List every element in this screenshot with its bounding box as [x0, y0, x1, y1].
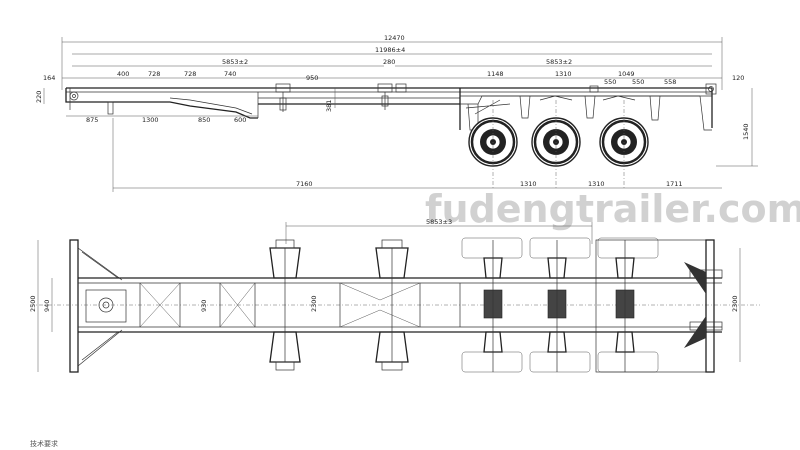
dim-rear-section: 5853±2: [546, 58, 572, 66]
dim-lock-spacing: 5853±3: [426, 218, 452, 226]
dim-crossmember-width: 2300: [310, 295, 318, 312]
dim-front-section: 5853±2: [222, 58, 248, 66]
dim-beam-width: 940: [43, 300, 51, 312]
footer-note: 技术要求: [30, 439, 58, 448]
dim-lower-3: 600: [234, 116, 246, 124]
dim-upper-4: 740: [224, 70, 236, 78]
dim-lower-0: 875: [86, 116, 98, 124]
dim-rear-width: 2300: [731, 295, 739, 312]
dim-inner-width: 930: [200, 300, 208, 312]
dim-kingpin-to-axle: 7160: [296, 180, 313, 188]
dim-left-height: 220: [35, 91, 43, 103]
rear-axle-group: [461, 237, 659, 373]
dim-upper-1: 400: [117, 70, 129, 78]
dim-upper-12: 120: [732, 74, 744, 82]
dim-lock-span: 280: [383, 58, 395, 66]
dim-axle-spacing-2: 1310: [588, 180, 605, 188]
lock-post-middle: [377, 83, 407, 110]
lock-bracket-middle: [375, 239, 409, 371]
lock-bracket-front: [269, 239, 301, 371]
dim-overall-width: 2500: [29, 295, 37, 312]
lock-post-front: [275, 83, 291, 112]
watermark: fudengtrailer.com: [425, 187, 800, 231]
dim-lower-2: 850: [198, 116, 210, 124]
suspension-hangers: [465, 95, 712, 131]
dim-upper-9: 1049: [618, 70, 635, 78]
side-view: 12470 11986±4 5853±2 5853±2 280 164 400 …: [35, 34, 758, 192]
dim-upper-5: 950: [306, 74, 318, 82]
dim-lower-1: 1300: [142, 116, 159, 124]
dim-upper-11: 558: [664, 78, 676, 86]
dim-upper-8: 550: [604, 78, 616, 86]
dim-gooseneck-height: 381: [325, 100, 333, 112]
dim-upper-0: 164: [43, 74, 55, 82]
dim-axle-spacing-1: 1310: [520, 180, 537, 188]
dim-upper-2: 728: [148, 70, 160, 78]
dim-upper-6: 1148: [487, 70, 504, 78]
dim-overall-length: 12470: [384, 34, 405, 42]
dim-upper-3: 728: [184, 70, 196, 78]
plan-view: 5853±3 2500 940 930: [29, 218, 760, 373]
dim-rear-overhang: 1711: [666, 180, 683, 188]
crossmembers: [139, 282, 461, 328]
dim-upper-10: 550: [632, 78, 644, 86]
dim-chassis-length: 11986±4: [375, 46, 405, 54]
dim-upper-7: 1310: [555, 70, 572, 78]
dim-right-height: 1540: [742, 123, 750, 140]
rear-frame: [595, 239, 723, 373]
